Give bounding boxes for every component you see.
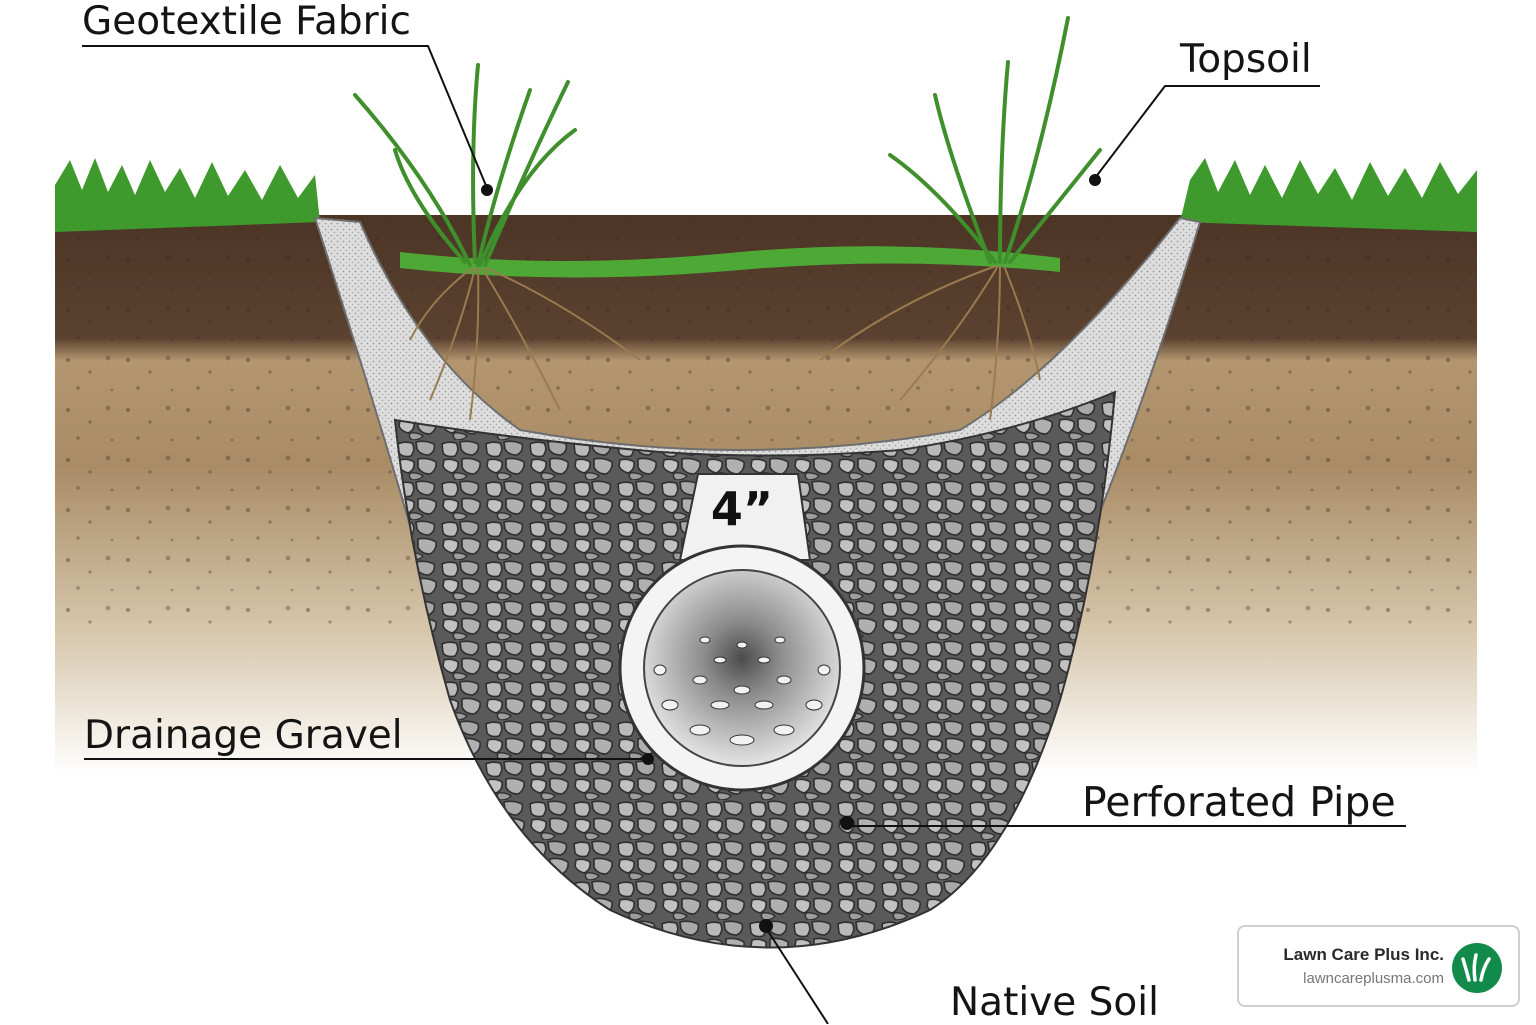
label-drainage-gravel: Drainage Gravel xyxy=(84,713,403,758)
brand-url: lawncareplusma.com xyxy=(1303,970,1444,987)
left-grass-tuft xyxy=(353,63,577,267)
brand-badge[interactable]: Lawn Care Plus Inc. lawncareplusma.com xyxy=(1237,925,1520,1007)
pipe-size-label: 4” xyxy=(710,482,774,536)
right-roots xyxy=(819,265,1041,421)
brand-name: Lawn Care Plus Inc. xyxy=(1283,945,1444,964)
label-perforated-pipe: Perforated Pipe xyxy=(1082,778,1396,826)
grass-surface xyxy=(55,158,1477,278)
perforated-pipe xyxy=(618,473,866,792)
leader-lines xyxy=(82,45,1406,1024)
geotextile-leader xyxy=(82,45,488,189)
label-topsoil: Topsoil xyxy=(1180,37,1312,82)
topsoil-leader xyxy=(1094,85,1320,179)
grass-leaf-icon xyxy=(1452,943,1502,993)
left-roots xyxy=(409,267,641,421)
pipe-size-tag xyxy=(678,473,812,561)
native-soil-leader xyxy=(765,927,829,1024)
label-native-soil: Native Soil xyxy=(950,980,1159,1025)
right-grass-tuft xyxy=(888,16,1102,264)
label-geotextile-fabric: Geotextile Fabric xyxy=(82,0,411,44)
